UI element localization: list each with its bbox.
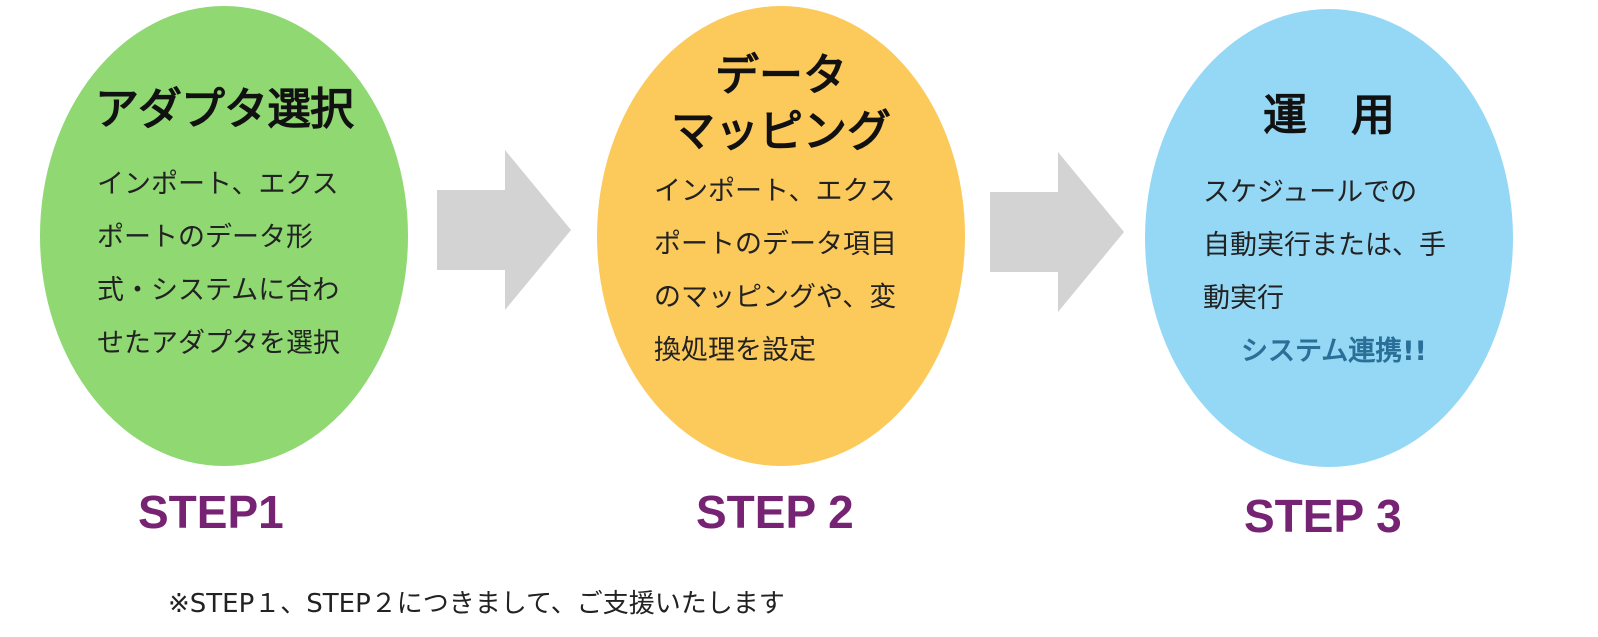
step2-ellipse [597,6,965,466]
step3-description: スケジュールでの 自動実行または、手 動実行 システム連携!! [1203,166,1446,378]
step2-title-line: マッピング [671,106,891,157]
step1-description-line: 式・システムに合わ [97,275,340,306]
step2-title: データ マッピング [597,48,965,160]
step3-description-line: スケジュールでの [1203,177,1418,208]
step3-title: 運 用 [1263,90,1395,141]
step1-ellipse [40,6,408,466]
step3-highlight: システム連携!! [1241,336,1427,367]
step2-description-line: ポートのデータ項目 [654,229,897,260]
step3-description-line: 自動実行または、手 [1203,230,1446,261]
step2-description: インポート、エクス ポートのデータ項目 のマッピングや、変 換処理を設定 [654,165,897,377]
right-arrow-icon [990,152,1124,312]
step3-description-line: 動実行 [1203,283,1284,314]
step2-title-line: データ [715,50,847,101]
step3-ellipse [1145,9,1513,467]
step2-description-line: インポート、エクス [654,176,896,207]
step1-title: アダプタ選択 [95,84,354,135]
step1-description-line: ポートのデータ形 [97,222,313,253]
step1-description-line: インポート、エクス [97,169,339,200]
step2-description-line: のマッピングや、変 [654,282,897,313]
footnote: ※STEP１、STEP２につきまして、ご支援いたします [168,589,785,619]
step2-description-line: 換処理を設定 [654,335,816,366]
step1-label: STEP1 [138,486,284,538]
step2-label: STEP 2 [696,486,854,538]
step1-description: インポート、エクス ポートのデータ形 式・システムに合わ せたアダプタを選択 [97,158,340,370]
step3-label: STEP 3 [1244,490,1402,542]
step1-description-line: せたアダプタを選択 [97,328,340,359]
right-arrow-icon [437,150,571,310]
